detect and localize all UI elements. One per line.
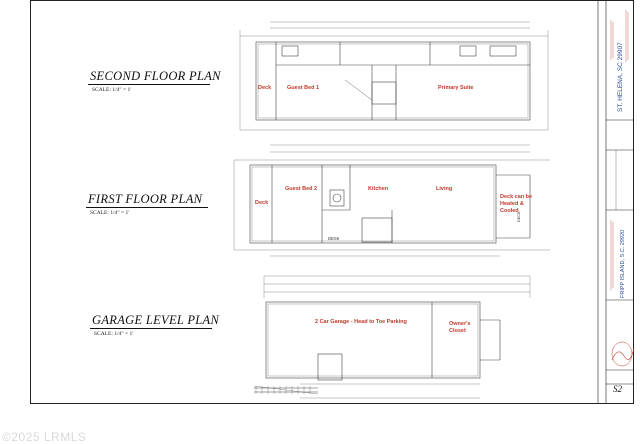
title-block-location-mid: FRIPP ISLAND, S.C. 29920 (620, 229, 626, 298)
room-label-living: Living (436, 186, 453, 192)
title-block-frame (597, 0, 634, 404)
garage-level-scale: SCALE: 1/4" = 1' (94, 331, 134, 337)
title-block-location-top: ST. HELENA, SC 29907 (617, 42, 624, 112)
second-floor-plan-title: SECOND FLOOR PLAN (90, 69, 221, 83)
first-floor-plan-title: FIRST FLOOR PLAN (88, 192, 203, 206)
first-floor-title-rule (86, 207, 208, 208)
room-label-garage: 2 Car Garage - Head to Toe Parking (315, 319, 407, 325)
room-label-deck-heated-cooled: Deck can be Heated & Cooled (500, 194, 533, 214)
garage-level-plan-title: GARAGE LEVEL PLAN (92, 313, 220, 327)
second-floor-title-rule (88, 84, 210, 85)
garage-level-title-rule (90, 328, 212, 329)
second-floor-scale: SCALE: 1/4" = 1' (92, 87, 132, 93)
room-label-guest-bed-2: Guest Bed 2 (285, 186, 318, 192)
stamp-scribbles (610, 10, 629, 290)
deck-side-label: DECK (517, 211, 521, 222)
signature-scribble (611, 347, 635, 361)
signature-stamp (611, 341, 633, 367)
room-label-guest-bed-1: Guest Bed 1 (287, 85, 320, 91)
garage-level-outline (265, 301, 481, 379)
copyright-watermark: ©2025 LRMLS (2, 430, 87, 444)
first-floor-scale: SCALE: 1/4" = 1' (90, 210, 130, 216)
room-label-owners-closet: Owner's Closet (449, 321, 471, 334)
first-floor-outline (249, 164, 497, 244)
drawing-sheet (30, 0, 634, 404)
room-label-first-deck: Deck (255, 200, 269, 206)
sheet-number: S2 (613, 384, 622, 394)
room-label-kitchen: Kitchen (368, 186, 389, 192)
desk-label: DESK (328, 236, 340, 241)
room-label-primary-suite: Primary Suite (438, 85, 474, 91)
second-floor-outline (255, 41, 531, 121)
room-label-second-deck: Deck (258, 85, 272, 91)
